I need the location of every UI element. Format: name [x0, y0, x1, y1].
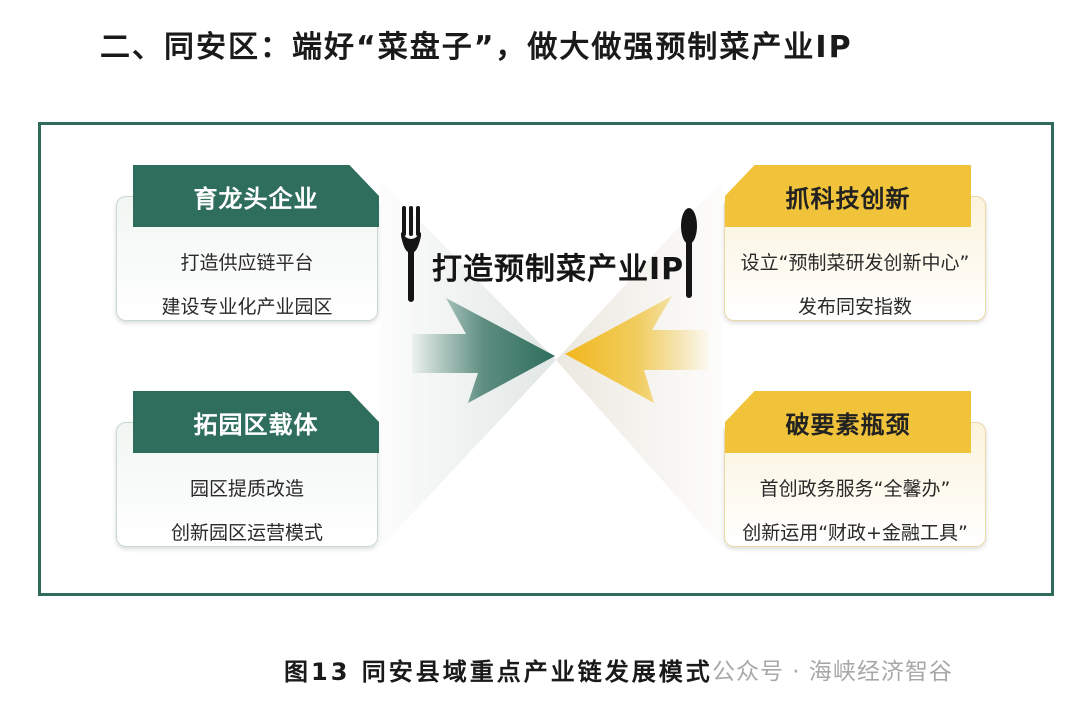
watermark: 公众号 · 海峡经济智谷 — [712, 659, 953, 685]
figure-caption: 图13 同安县域重点产业链发展模式 — [284, 658, 713, 686]
card-title: 破要素瓶颈 — [725, 391, 971, 453]
center-title: 打造预制菜产业IP — [432, 252, 685, 287]
spoon-icon — [681, 208, 697, 298]
card-title: 拓园区载体 — [133, 391, 379, 453]
card-line: 园区提质改造 — [189, 478, 304, 500]
card-line: 发布同安指数 — [797, 296, 912, 318]
card-tech-innovation: 抓科技创新 设立“预制菜研发创新中心” 发布同安指数 — [724, 165, 986, 321]
fork-icon — [401, 206, 421, 302]
card-line: 首创政务服务“全馨办” — [759, 478, 951, 500]
green-arrow-icon — [412, 298, 555, 403]
card-title: 抓科技创新 — [725, 165, 971, 227]
card-leading-enterprises: 育龙头企业 打造供应链平台 建设专业化产业园区 — [116, 165, 379, 321]
gold-arrow-icon — [565, 296, 708, 403]
card-line: 建设专业化产业园区 — [161, 296, 333, 318]
card-park-carrier: 拓园区载体 园区提质改造 创新园区运营模式 — [116, 391, 379, 547]
card-line: 设立“预制菜研发创新中心” — [740, 252, 970, 274]
card-line: 创新运用“财政+金融工具” — [742, 522, 968, 544]
card-factor-bottleneck: 破要素瓶颈 首创政务服务“全馨办” 创新运用“财政+金融工具” — [724, 391, 986, 547]
card-line: 创新园区运营模式 — [170, 522, 323, 544]
page-heading: 二、同安区：端好“菜盘子”，做大做强预制菜产业IP — [100, 30, 853, 65]
card-title: 育龙头企业 — [133, 165, 379, 227]
card-line: 打造供应链平台 — [180, 252, 314, 274]
